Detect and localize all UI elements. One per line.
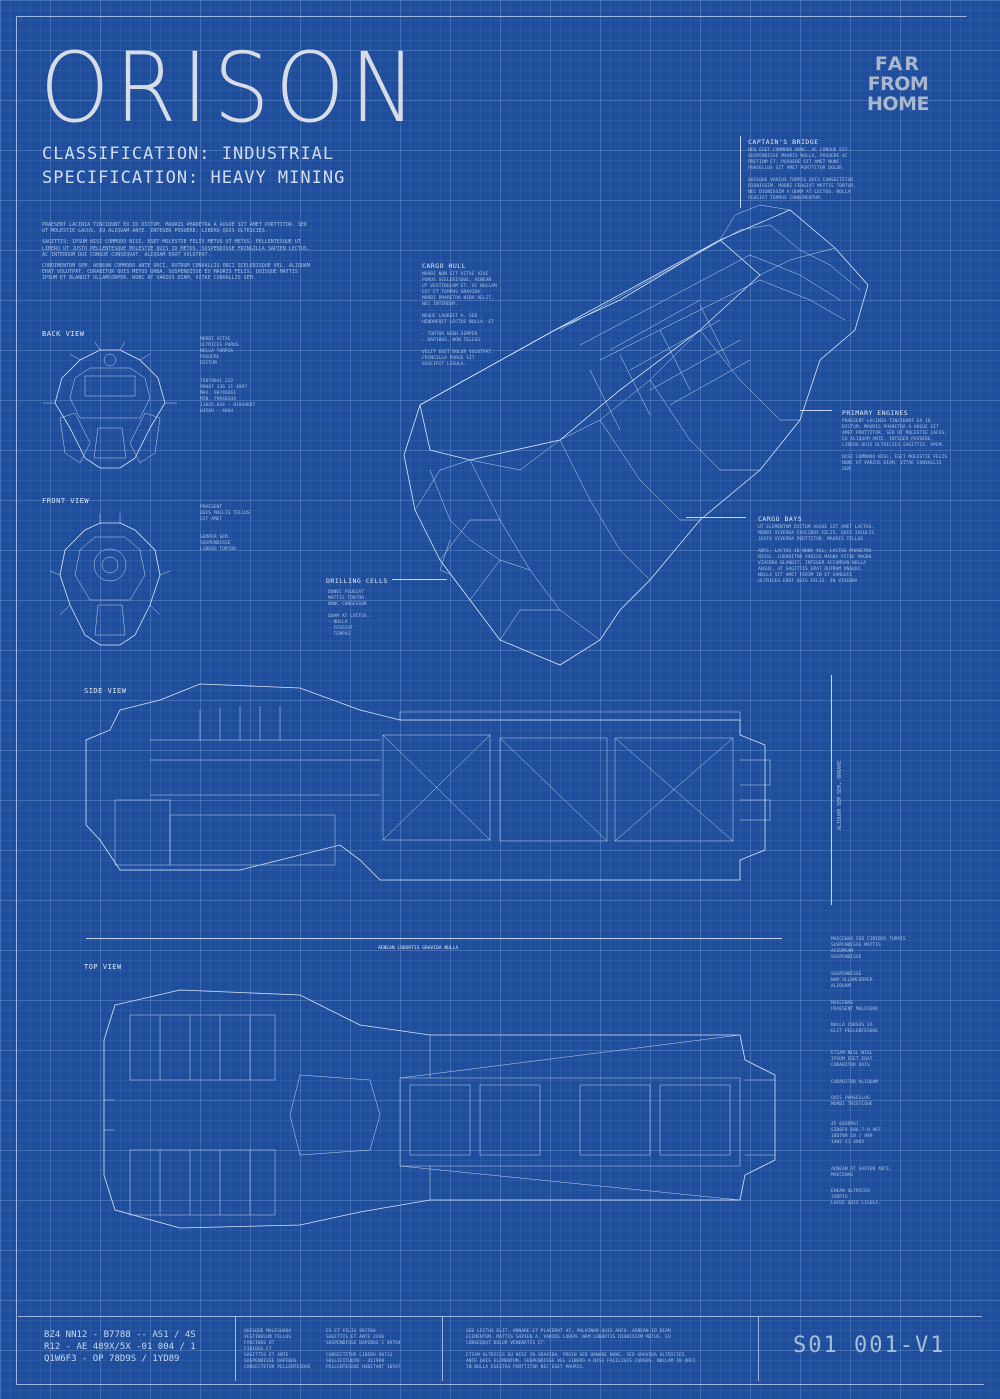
page-title: ORISON [40,32,422,144]
cargo-bays-label: CARGO BAYS [758,515,803,523]
footer-column-2: QUISQUE MALESUADA VESTIBULUM TELLUS FAUC… [244,1329,311,1370]
intro-paragraph: SAGITTIS: IPSUM NISI COMMODO NISI, EGET … [42,239,310,258]
side-view-ship [85,683,771,881]
blueprint-frame [16,16,984,1385]
length-dimension-line [86,938,782,939]
intro-paragraph: CONDIMENTUM SEM. AENEAN COMMODO ANTE ORC… [42,263,310,282]
side-dimension-line [831,675,832,905]
primary-engines-leader [800,410,832,411]
footer-separator [235,1316,236,1381]
right-note: CURABITUR ALIQUAM [831,1080,879,1085]
back-view-ship [43,341,177,469]
back-view-label: BACK VIEW [42,330,85,338]
front-view-label: FRONT VIEW [42,497,90,505]
top-view-label: TOP VIEW [84,963,122,971]
center-caption: AENEAN LOBORTIS GRAVIDA NULLA [378,946,459,951]
intro-text: PRAESENT LACINIA TINCIDUNT EX ID DICTUM.… [42,222,312,287]
top-view-ship [103,989,776,1229]
intro-paragraph: PRAESENT LACINIA TINCIDUNT EX ID DICTUM.… [42,222,307,235]
perspective-ship-view [403,204,869,666]
primary-engines-text: PRAESENT LACINIA TINCIDUNT EX ID DICTUM.… [842,419,948,472]
primary-engines-label: PRIMARY ENGINES [842,409,909,417]
captains-bridge-text: NEQ EGET COMMODO NUNC. AC CONGUE EST. SU… [748,148,856,201]
right-note: EHEAN ULTRICES TURPIS LACUS QUIS LIGULA. [831,1189,881,1206]
drilling-cells-text: DONEC FEUGIAT MATTIS TORTOR. NUNC CONGES… [328,590,370,637]
right-note: QUIS PHASELLUS MORBI TRISTIQUE [831,1096,873,1107]
front-view-notes: PRAESENT QUIS MOLLIS TELLUS SIT AMET SEM… [200,505,250,552]
specification-line: SPECIFICATION: HEAVY MINING [42,168,346,188]
cargo-hull-text: MORBI NON SIT VITAE VIVE PURUS SCELERISQ… [422,272,497,367]
right-note: 45 665D967 SID6F4 686 7-8 967 18D789 18 … [831,1122,881,1145]
front-view-ship [49,513,171,646]
footer-separator [758,1316,759,1381]
cargo-bays-text: UT ELEMENTUM DICTUM AUGUE SIT AMET LACTU… [758,525,875,584]
footer-codes: BZ4 NN12 - B7788 -- AS1 / 4S R12 - AE 48… [44,1330,196,1364]
cargo-hull-label: CARGO HULL [422,262,467,270]
logo-line-1: FAR [874,53,922,75]
footer-bar [18,1316,982,1382]
logo-line-2: FROM HOME [867,73,929,115]
right-note: SUSPENDISSE NAM ULLAMCORPER ALIQUAM [831,972,873,989]
captains-bridge-label: CAPTAIN'S BRIDGE [748,138,819,146]
right-note: AENEAN AT SAPIEN ANTE. MAECENAS [831,1167,892,1178]
footer-column-4: SED LECTUS ELIT, ORNARE ET PLACERAT AT, … [466,1329,696,1370]
cargo-bays-leader [686,517,746,518]
right-note: ETIAM NISL NISL IPSUM EGET ERAT CURABITU… [831,1051,873,1068]
drilling-cells-label: DRILLING CELLS [326,577,388,585]
captains-bridge-leader [740,136,741,208]
far-from-home-logo: FAR FROM HOME [834,54,962,114]
classification-line: CLASSIFICATION: INDUSTRIAL [42,144,335,164]
footer-column-3: EX ET FELIS 987504 SAGITTIS ET ANTE 2346… [326,1329,401,1370]
sheet-number: S01 001-V1 [793,1333,946,1358]
drilling-cells-leader [392,579,447,580]
back-view-notes: MORBI VITAE ULTRICES PURUS. NULLA TURPIS… [200,337,256,414]
footer-separator [442,1316,443,1381]
right-note: NULLA CURSUS EX ELIT PELLENTESQUE [831,1023,879,1034]
right-note: MAECENAS SED FINIBUS TURPIS SUSPENDISSE … [831,937,906,960]
right-note: MAECENAS PRAESENT MALESUAD [831,1001,879,1012]
side-view-label: SIDE VIEW [84,687,127,695]
